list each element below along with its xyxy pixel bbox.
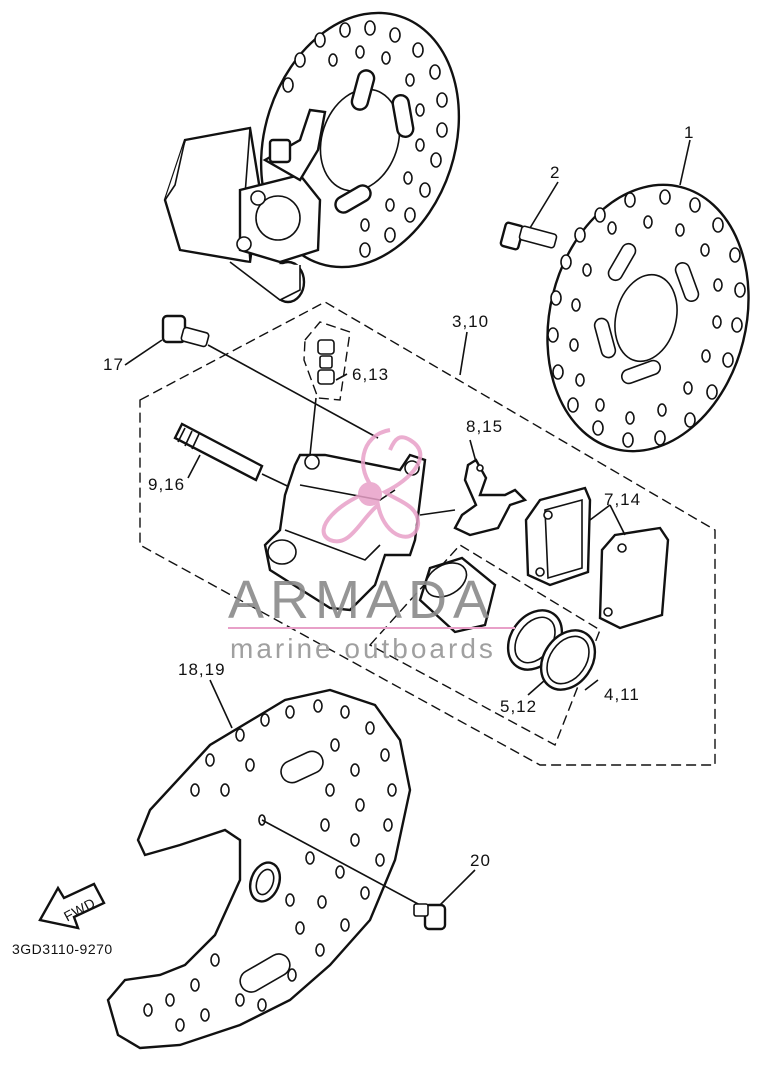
piston-seals-illustration [418, 556, 597, 691]
label-pad-support: 8,15 [466, 417, 503, 436]
label-screw: 20 [470, 851, 491, 870]
caliper-bolt-illustration [161, 314, 379, 439]
diagram-code: 3GD3110-9270 [12, 941, 113, 957]
label-bleed-screw: 6,13 [352, 365, 389, 384]
label-bolt: 2 [550, 163, 560, 182]
leader-lines [124, 139, 691, 906]
label-pin: 9,16 [148, 475, 185, 494]
brake-disc-illustration [546, 183, 750, 453]
pad-support-illustration [453, 458, 528, 537]
bleed-screw-illustration [309, 339, 335, 456]
watermark-tagline: marine outboards [230, 633, 496, 664]
cover-screw-illustration [413, 903, 447, 931]
assembled-brake-illustration [163, 11, 461, 304]
brand-watermark: ARMADA marine outboards [228, 428, 515, 664]
forward-arrow-icon: FWD [38, 882, 106, 930]
disc-cover-illustration [106, 688, 421, 1050]
label-pad-kit: 7,14 [604, 490, 641, 509]
brake-pads-illustration [524, 486, 670, 630]
watermark-logo-icon [321, 428, 423, 544]
disc-bolt-illustration [499, 221, 558, 251]
bleed-screw-outline [303, 321, 351, 401]
label-disc: 1 [684, 123, 694, 142]
label-seal-kit: 4,11 [604, 685, 640, 704]
label-cover: 18,19 [178, 660, 226, 679]
part-labels: 1 2 3,10 17 6,13 8,15 9,16 7,14 4,11 5,1… [12, 123, 694, 957]
label-piston-seal: 5,12 [500, 697, 537, 716]
watermark-brand: ARMADA [228, 570, 495, 630]
slide-pin-illustration [173, 422, 301, 493]
label-caliper-assy: 3,10 [452, 312, 489, 331]
label-caliper-bolt: 17 [103, 355, 124, 374]
